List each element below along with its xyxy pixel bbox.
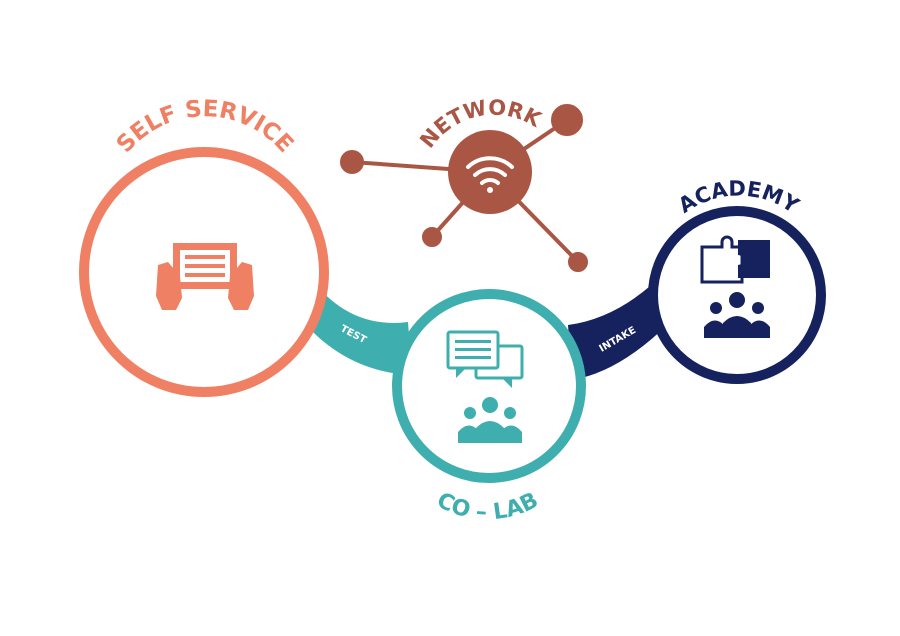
self-service-node: SELF SERVICE [79, 96, 329, 397]
puzzle-group-icon [700, 235, 770, 338]
connector-intake [568, 272, 670, 380]
co-lab-label: CO – LAB [433, 488, 543, 525]
academy-node: ACADEMY [648, 177, 826, 384]
co-lab-node: CO – LAB [392, 289, 586, 525]
tablet-hands-icon [156, 243, 254, 310]
wifi-icon [466, 156, 514, 193]
network-node: NETWORK [340, 96, 588, 272]
connector-test [300, 270, 412, 375]
chat-group-icon [446, 330, 524, 443]
